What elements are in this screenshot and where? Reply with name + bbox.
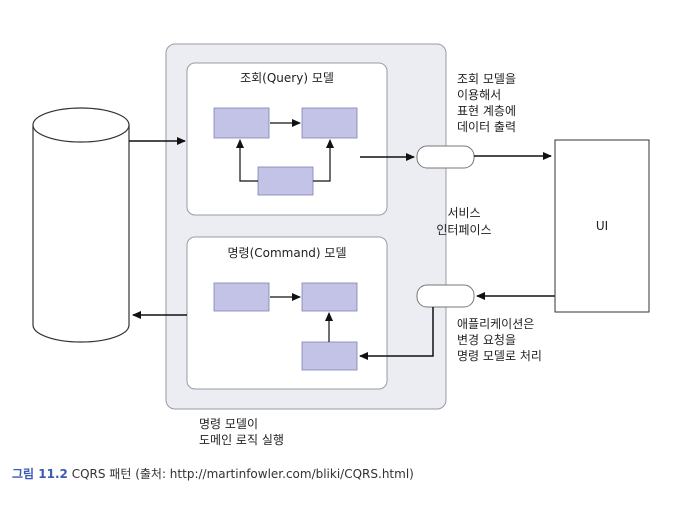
figure-caption-text: CQRS 패턴 (출처: http://martinfowler.com/bli…: [71, 467, 414, 481]
service-interface-label-line1: 서비스: [447, 206, 480, 220]
command-note-line: 변경 요청을: [457, 333, 516, 347]
query-box-right: [301, 107, 358, 139]
domain-note-line: 도메인 로직 실행: [199, 432, 284, 447]
service-interface-label-line2: 인터페이스: [436, 223, 491, 237]
query-box-left: [213, 107, 270, 139]
query-note-line: 데이터 출력: [457, 120, 516, 134]
query-note-line: 이용해서: [457, 88, 501, 102]
command-model-title: 명령(Command) 모델: [227, 246, 346, 260]
query-note-line: 표현 계층에: [457, 104, 516, 118]
database-cylinder: [32, 107, 130, 343]
command-port: [416, 284, 475, 308]
query-arrow-bottom-left: [236, 139, 258, 182]
figure-number: 그림 11.2: [12, 467, 68, 481]
query-port: [416, 145, 475, 169]
query-model-title: 조회(Query) 모델: [240, 71, 334, 85]
query-note-line: 조회 모델을: [457, 72, 516, 86]
command-box-bottom: [301, 341, 358, 371]
command-note-line: 애플리케이션은: [457, 317, 534, 331]
domain-note-line: 명령 모델이: [199, 417, 258, 431]
ui-label: UI: [596, 219, 608, 233]
figure-caption: 그림 11.2 CQRS 패턴 (출처: http://martinfowler…: [12, 465, 414, 482]
command-box-right: [301, 282, 358, 312]
query-box-bottom: [257, 166, 314, 196]
query-model-box: [186, 62, 388, 216]
arrow-port-to-command: [359, 307, 434, 360]
command-note-line: 명령 모델로 처리: [457, 349, 542, 363]
query-arrow-bottom-right: [313, 139, 334, 182]
command-box-left: [213, 282, 270, 312]
ui-box: [554, 139, 650, 313]
